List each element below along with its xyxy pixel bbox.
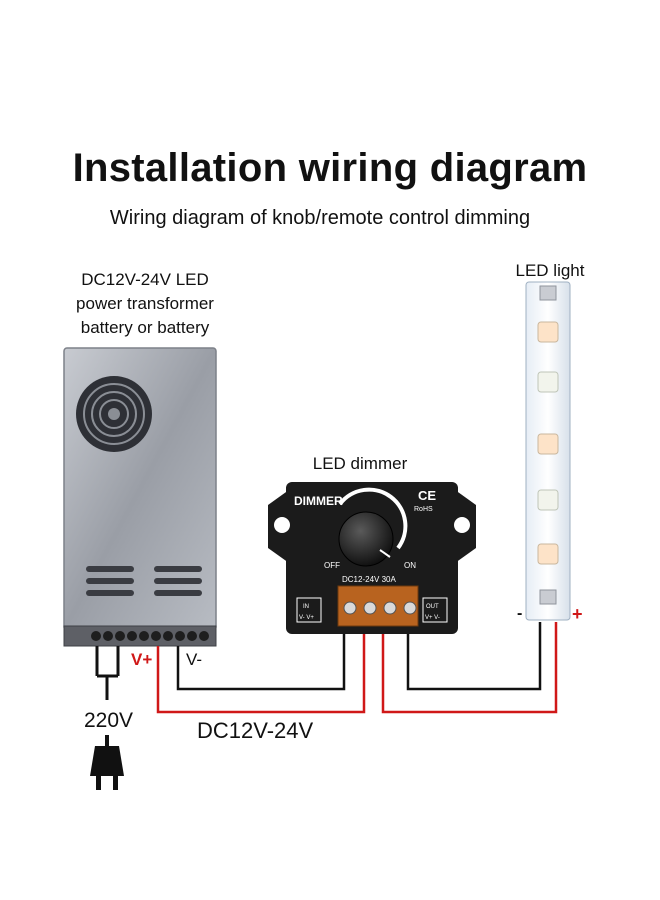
dimmer-brand-text: DIMMER (294, 494, 343, 508)
mains-voltage-label: 220V (84, 709, 134, 732)
dimmer-out-pins: V+ V- (425, 615, 440, 621)
vent-slots (86, 566, 202, 596)
diagram-subtitle: Wiring diagram of knob/remote control di… (109, 207, 531, 229)
dc-voltage-range-label: DC12V-24V (197, 718, 314, 743)
dimmer-off-label: OFF (324, 561, 340, 570)
power-supply-label-line-3: battery or battery (80, 318, 210, 337)
led-strip-plus-label: + (572, 604, 583, 624)
diagram-title: Installation wiring diagram (72, 146, 588, 190)
led-dimmer: DIMMER CE RoHS OFF ON DC12-24V 30A IN V-… (268, 482, 476, 634)
dimmer-terminal-screws (343, 601, 417, 615)
power-supply-label: DC12V-24V LED power transformer battery … (60, 268, 230, 340)
v-plus-label: V+ (131, 650, 153, 669)
ce-mark: CE (418, 488, 436, 503)
rohs-mark: RoHS (414, 506, 433, 513)
dimmer-on-label: ON (404, 561, 416, 570)
led-light-label: LED light (515, 261, 585, 280)
fan-grille-icon (76, 376, 152, 452)
psu-terminal-block (91, 631, 209, 641)
negative-wires (176, 622, 542, 691)
power-supply-label-line-1: DC12V-24V LED (81, 270, 209, 289)
led-strip (525, 281, 571, 621)
v-minus-label: V- (186, 650, 203, 669)
dimmer-in-pins: V- V+ (299, 615, 314, 621)
plug-icon (90, 646, 124, 790)
power-supply-label-line-2: power transformer (76, 294, 214, 313)
dimmer-rating: DC12-24V 30A (342, 575, 396, 584)
led-chips (537, 321, 559, 565)
positive-wires (156, 622, 558, 714)
dimmer-out-label: OUT (426, 604, 439, 610)
dimmer-knob[interactable] (338, 511, 394, 567)
dimmer-in-label: IN (303, 604, 309, 610)
power-supply (63, 347, 217, 647)
dimmer-label: LED dimmer (312, 454, 408, 473)
led-strip-minus-label: - (517, 605, 523, 622)
